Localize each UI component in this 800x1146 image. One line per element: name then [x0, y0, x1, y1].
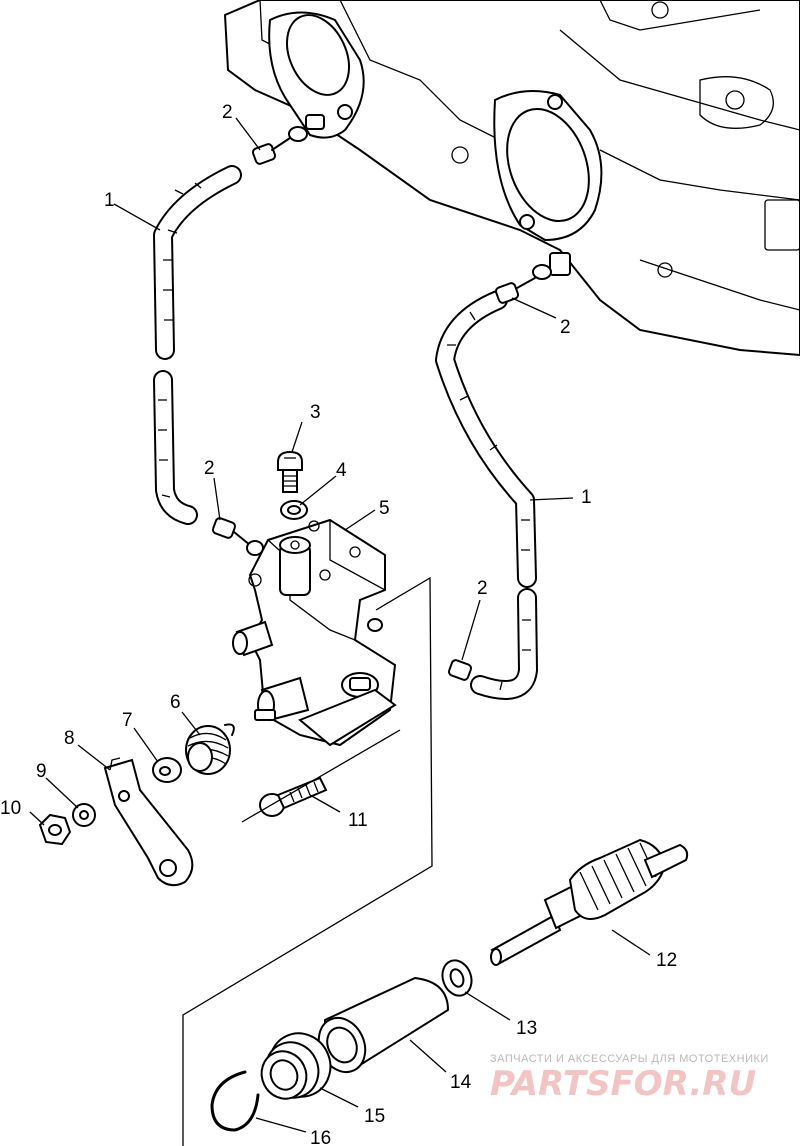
circlip	[210, 1070, 260, 1132]
control-lever	[103, 757, 194, 887]
callout-2-top-right: 2	[560, 317, 571, 338]
callout-labels: 1 2 2 2 3 4 5 1 2 6 7 8 9 10 11 12 13 14…	[0, 102, 677, 1146]
oil-pump-assembly	[232, 518, 397, 747]
hose-clamp-top-left	[251, 126, 308, 165]
callout-2-pump-left: 2	[204, 458, 215, 479]
mounting-screw	[259, 776, 328, 817]
callout-6: 6	[170, 692, 181, 713]
assembly-guide-lines	[182, 576, 433, 1146]
engine-cylinder-block	[223, 0, 800, 357]
callout-7: 7	[122, 710, 133, 731]
callout-12: 12	[656, 950, 677, 971]
oil-hose-right	[435, 290, 538, 700]
sealing-washer	[280, 500, 308, 520]
callout-11: 11	[348, 810, 368, 831]
callout-13: 13	[516, 1018, 537, 1039]
lever-washer	[152, 757, 182, 783]
callout-4: 4	[336, 460, 347, 481]
hose-clamp-pump-right	[367, 618, 473, 681]
shim-washer	[441, 959, 473, 997]
hose-clamp-top-right	[494, 264, 552, 304]
callout-3: 3	[310, 402, 321, 423]
oil-hose-left	[153, 165, 242, 525]
lock-washer	[72, 803, 96, 827]
callout-10: 10	[0, 798, 21, 819]
callout-16: 16	[310, 1128, 331, 1146]
watermark-tagline: ЗАПЧАСТИ И АКСЕССУАРЫ ДЛЯ МОТОТЕХНИКИ	[490, 1053, 769, 1065]
callout-2-top-left: 2	[222, 102, 233, 123]
callout-15: 15	[364, 1106, 385, 1127]
hose-clamp-pump-left	[211, 517, 264, 556]
hex-nut	[38, 813, 72, 846]
watermark: ЗАПЧАСТИ И АКСЕССУАРЫ ДЛЯ МОТОТЕХНИКИ PA…	[490, 1053, 769, 1104]
callout-1-left: 1	[104, 190, 115, 211]
bleed-screw	[277, 450, 303, 493]
callout-9: 9	[36, 761, 47, 782]
callout-8: 8	[64, 728, 75, 749]
gear-bushing	[317, 976, 450, 1074]
oil-seal	[260, 1032, 332, 1100]
pump-drive-gear	[490, 838, 689, 966]
callout-14: 14	[450, 1072, 472, 1093]
leader-lines	[29, 117, 651, 1133]
callout-2-pump-right: 2	[477, 578, 488, 599]
callout-1-right: 1	[581, 487, 592, 508]
watermark-logo: PARTSFOR.RU	[490, 1064, 756, 1104]
callout-5: 5	[379, 498, 390, 519]
return-spring	[185, 723, 235, 775]
